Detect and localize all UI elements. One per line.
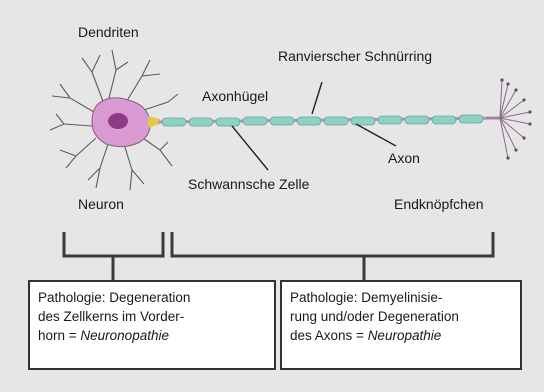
label-endknoepfchen: Endknöpfchen — [394, 196, 484, 213]
label-neuron: Neuron — [78, 196, 124, 213]
label-ranvierscher-schnuerring: Ranvierscher Schnürring — [278, 48, 432, 65]
label-dendriten: Dendriten — [78, 24, 139, 41]
box-left-line2: des Zellkerns im Vorder- — [38, 307, 268, 326]
label-schwannsche-zelle: Schwannsche Zelle — [188, 176, 309, 193]
nucleus — [108, 113, 128, 129]
box-right-line3-prefix: des Axons = — [290, 328, 368, 343]
box-right-line2: rung und/oder Degeneration — [290, 307, 514, 326]
box-right-line3: des Axons = Neuropathie — [290, 326, 514, 345]
box-left-term: Neuronopathie — [80, 328, 169, 343]
box-right-term: Neuropathie — [368, 328, 442, 343]
box-left-line3-prefix: horn = — [38, 328, 80, 343]
box-left-line3: horn = Neuronopathie — [38, 326, 268, 345]
box-right-line1: Pathologie: Demyelinisie- — [290, 288, 514, 307]
brackets — [64, 232, 493, 280]
pathology-box-neuronopathy: Pathologie: Degeneration des Zellkerns i… — [28, 280, 276, 370]
pathology-box-neuropathy: Pathologie: Demyelinisie- rung und/oder … — [280, 280, 522, 370]
label-axon: Axon — [388, 150, 420, 167]
label-axonhuegel: Axonhügel — [202, 88, 268, 105]
box-left-line1: Pathologie: Degeneration — [38, 288, 268, 307]
